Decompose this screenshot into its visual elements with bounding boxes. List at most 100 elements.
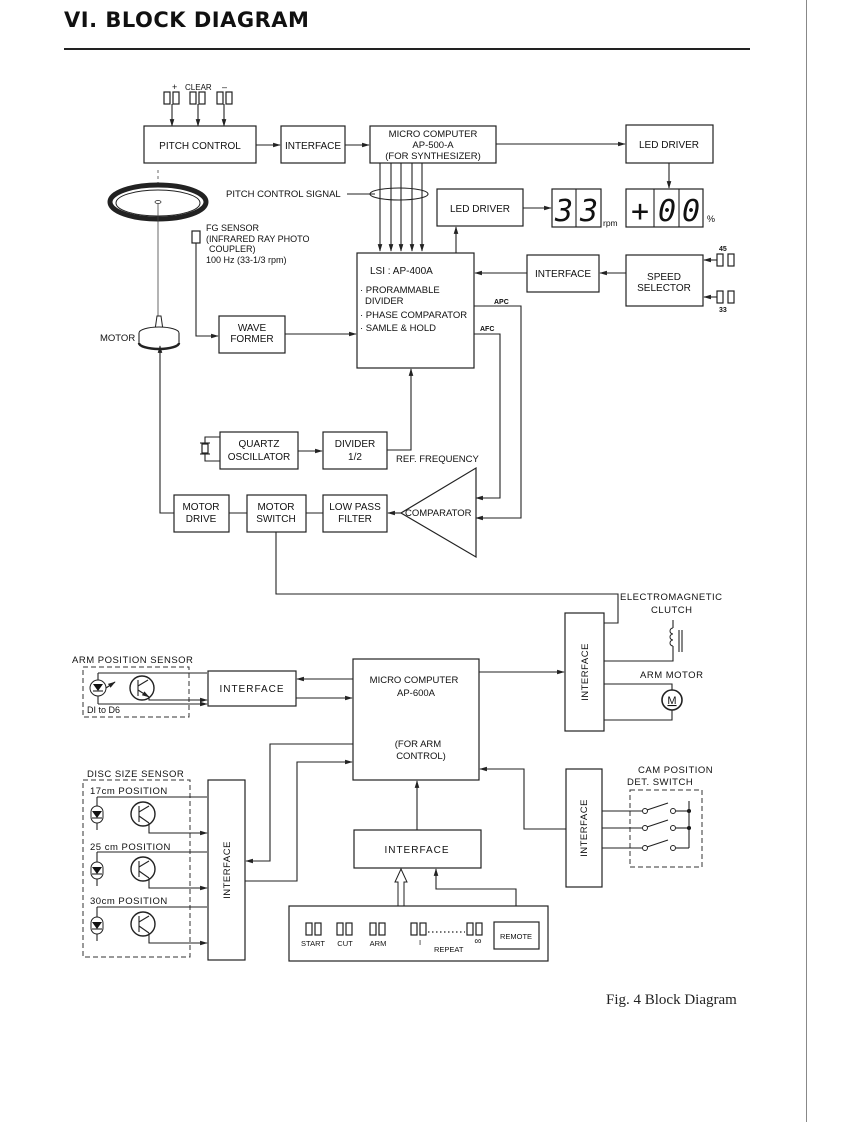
fg-sensor-line3: COUPLER) [209,244,256,254]
led-driver-mid-block: LED DRIVER [436,188,524,227]
led-photodiode-icon [89,679,116,697]
pitch-clear-switch-b [198,91,206,105]
pitch-minus-switch-b [225,91,233,105]
lsi-title: LSI : AP-400A [370,266,433,277]
lsi-item-4: · SAMLE & HOLD [360,323,436,334]
ref-frequency-label: REF. FREQUENCY [396,454,480,465]
speed-33-label: 33 [719,307,727,314]
lsi-ap-400a-block: LSI : AP-400A · PRORAMMABLE DIVIDER · PH… [356,252,475,369]
cam-switch-line1: CAM POSITION [638,765,713,776]
pitch-control-label: PITCH CONTROL [159,141,241,152]
page-title: VI. BLOCK DIAGRAM [64,8,310,32]
interface-clutch-block: INTERFACE [564,612,605,732]
quartz-oscillator-block: QUARTZ OSCILLATOR [219,431,299,470]
arm-motor-icon: M [604,683,683,721]
fg-sensor-icon [191,230,201,244]
phototransistor-icon [129,675,155,701]
speed-selector-line1: SPEED [647,272,681,283]
repeat-infinite-button: ∞ [466,922,483,947]
wave-former-line1: WAVE [238,323,267,334]
pitch-signal-bus [377,163,425,252]
wave-former-line2: FORMER [230,334,273,345]
pitch-plus-label: + [172,82,177,92]
interface-clutch-label: INTERFACE [580,643,591,701]
cut-button: CUT [336,922,353,948]
motor-drive-block: MOTOR DRIVE [173,494,230,533]
motor-drive-line2: DRIVE [186,514,217,525]
interface-panel-label: INTERFACE [384,845,449,856]
pitch-control-block: PITCH CONTROL [143,125,257,164]
quartz-crystal-icon [200,436,220,462]
figure-caption: Fig. 4 Block Diagram [606,992,737,1008]
pitch-clear-switch-a [189,91,197,105]
bus-arrow-icon [394,867,408,907]
d1-d6-label: DI to D6 [87,705,120,715]
turntable-platter-icon [107,170,209,318]
page-margin-line [806,0,807,1122]
lsi-item-3: · PHASE COMPARATOR [360,310,467,321]
interface-disc-block: INTERFACE [207,779,246,961]
motor-switch-line2: SWITCH [256,514,295,525]
interface-arm-block: INTERFACE [207,670,297,707]
fg-sensor-line2: (INFRARED RAY PHOTO [206,234,310,244]
rpm-unit: rpm [603,218,618,228]
interface-cam-block: INTERFACE [565,768,603,888]
disc-sensor-30cm: 30cm POSITION [90,896,208,946]
remote-label: REMOTE [500,932,532,941]
mc-arm-line4: CONTROL) [396,751,446,762]
rpm-display: 3 3 rpm [551,188,618,229]
interface-panel-block: INTERFACE [353,829,482,869]
interface-speed-block: INTERFACE [526,254,600,293]
led-driver-right-label: LED DRIVER [639,140,699,151]
mc-arm-line3: (FOR ARM [395,739,442,750]
comparator-label: COMPARATOR [405,508,472,519]
disc-sensor-17cm: 17cm POSITION [90,786,208,836]
arm-motor-symbol: M [667,695,676,707]
low-pass-filter-block: LOW PASS FILTER [322,494,388,533]
start-button: START [301,922,325,948]
clutch-coil-icon [604,620,683,662]
em-clutch-line1: ELECTROMAGNETIC [620,592,723,603]
interface-cam-label: INTERFACE [579,799,590,857]
quartz-line2: OSCILLATOR [228,452,290,463]
disc-size-sensor-label: DISC SIZE SENSOR [87,769,184,780]
mc-synth-line3: (FOR SYNTHESIZER) [385,151,481,162]
led-driver-mid-label: LED DRIVER [450,204,510,215]
speed-33-button: 33 [703,290,735,314]
arm-motor-label: ARM MOTOR [640,670,703,681]
speed-selector-block: SPEED SELECTOR [625,254,704,307]
speed-45-label: 45 [719,246,727,253]
pitch-control-signal-label: PITCH CONTROL SIGNAL [226,189,341,200]
fg-sensor-line4: 100 Hz (33-1/3 rpm) [206,255,287,265]
led-driver-right-block: LED DRIVER [625,124,714,164]
start-label: START [301,939,325,948]
cut-label: CUT [337,939,353,948]
pitch-display-sign: + [631,194,649,229]
fg-sensor-line1: FG SENSOR [206,223,260,233]
motor-icon [137,315,181,351]
divider-block: DIVIDER 1/2 [322,431,388,470]
rpm-digit-2: 3 [579,194,598,229]
interface-speed-label: INTERFACE [535,269,591,280]
mc-arm-line1: MICRO COMPUTER [370,675,459,686]
cam-switch-line2: DET. SWITCH [627,777,693,788]
pitch-minus-switch-a [216,91,224,105]
motor-drive-line1: MOTOR [182,502,219,513]
mc-synth-line1: MICRO COMPUTER [389,129,478,140]
low-pass-line2: FILTER [338,514,372,525]
lsi-item-1: · PRORAMMABLE [360,285,440,296]
apc-label: APC [494,299,509,306]
pitch-plus-switch-b [172,91,180,105]
repeat-1-button: I [410,922,427,947]
motor-switch-block: MOTOR SWITCH [246,494,307,533]
repeat-label: REPEAT [434,945,464,954]
interface-arm-label: INTERFACE [219,684,284,695]
pitch-display-digit-1: 0 [658,194,676,229]
divider-line1: DIVIDER [335,439,376,450]
interface-top-label: INTERFACE [285,141,341,152]
speed-selector-line2: SELECTOR [637,283,691,294]
wave-former-block: WAVE FORMER [218,315,286,354]
motor-switch-line1: MOTOR [257,502,294,513]
pitch-display-digit-2: 0 [682,194,700,229]
